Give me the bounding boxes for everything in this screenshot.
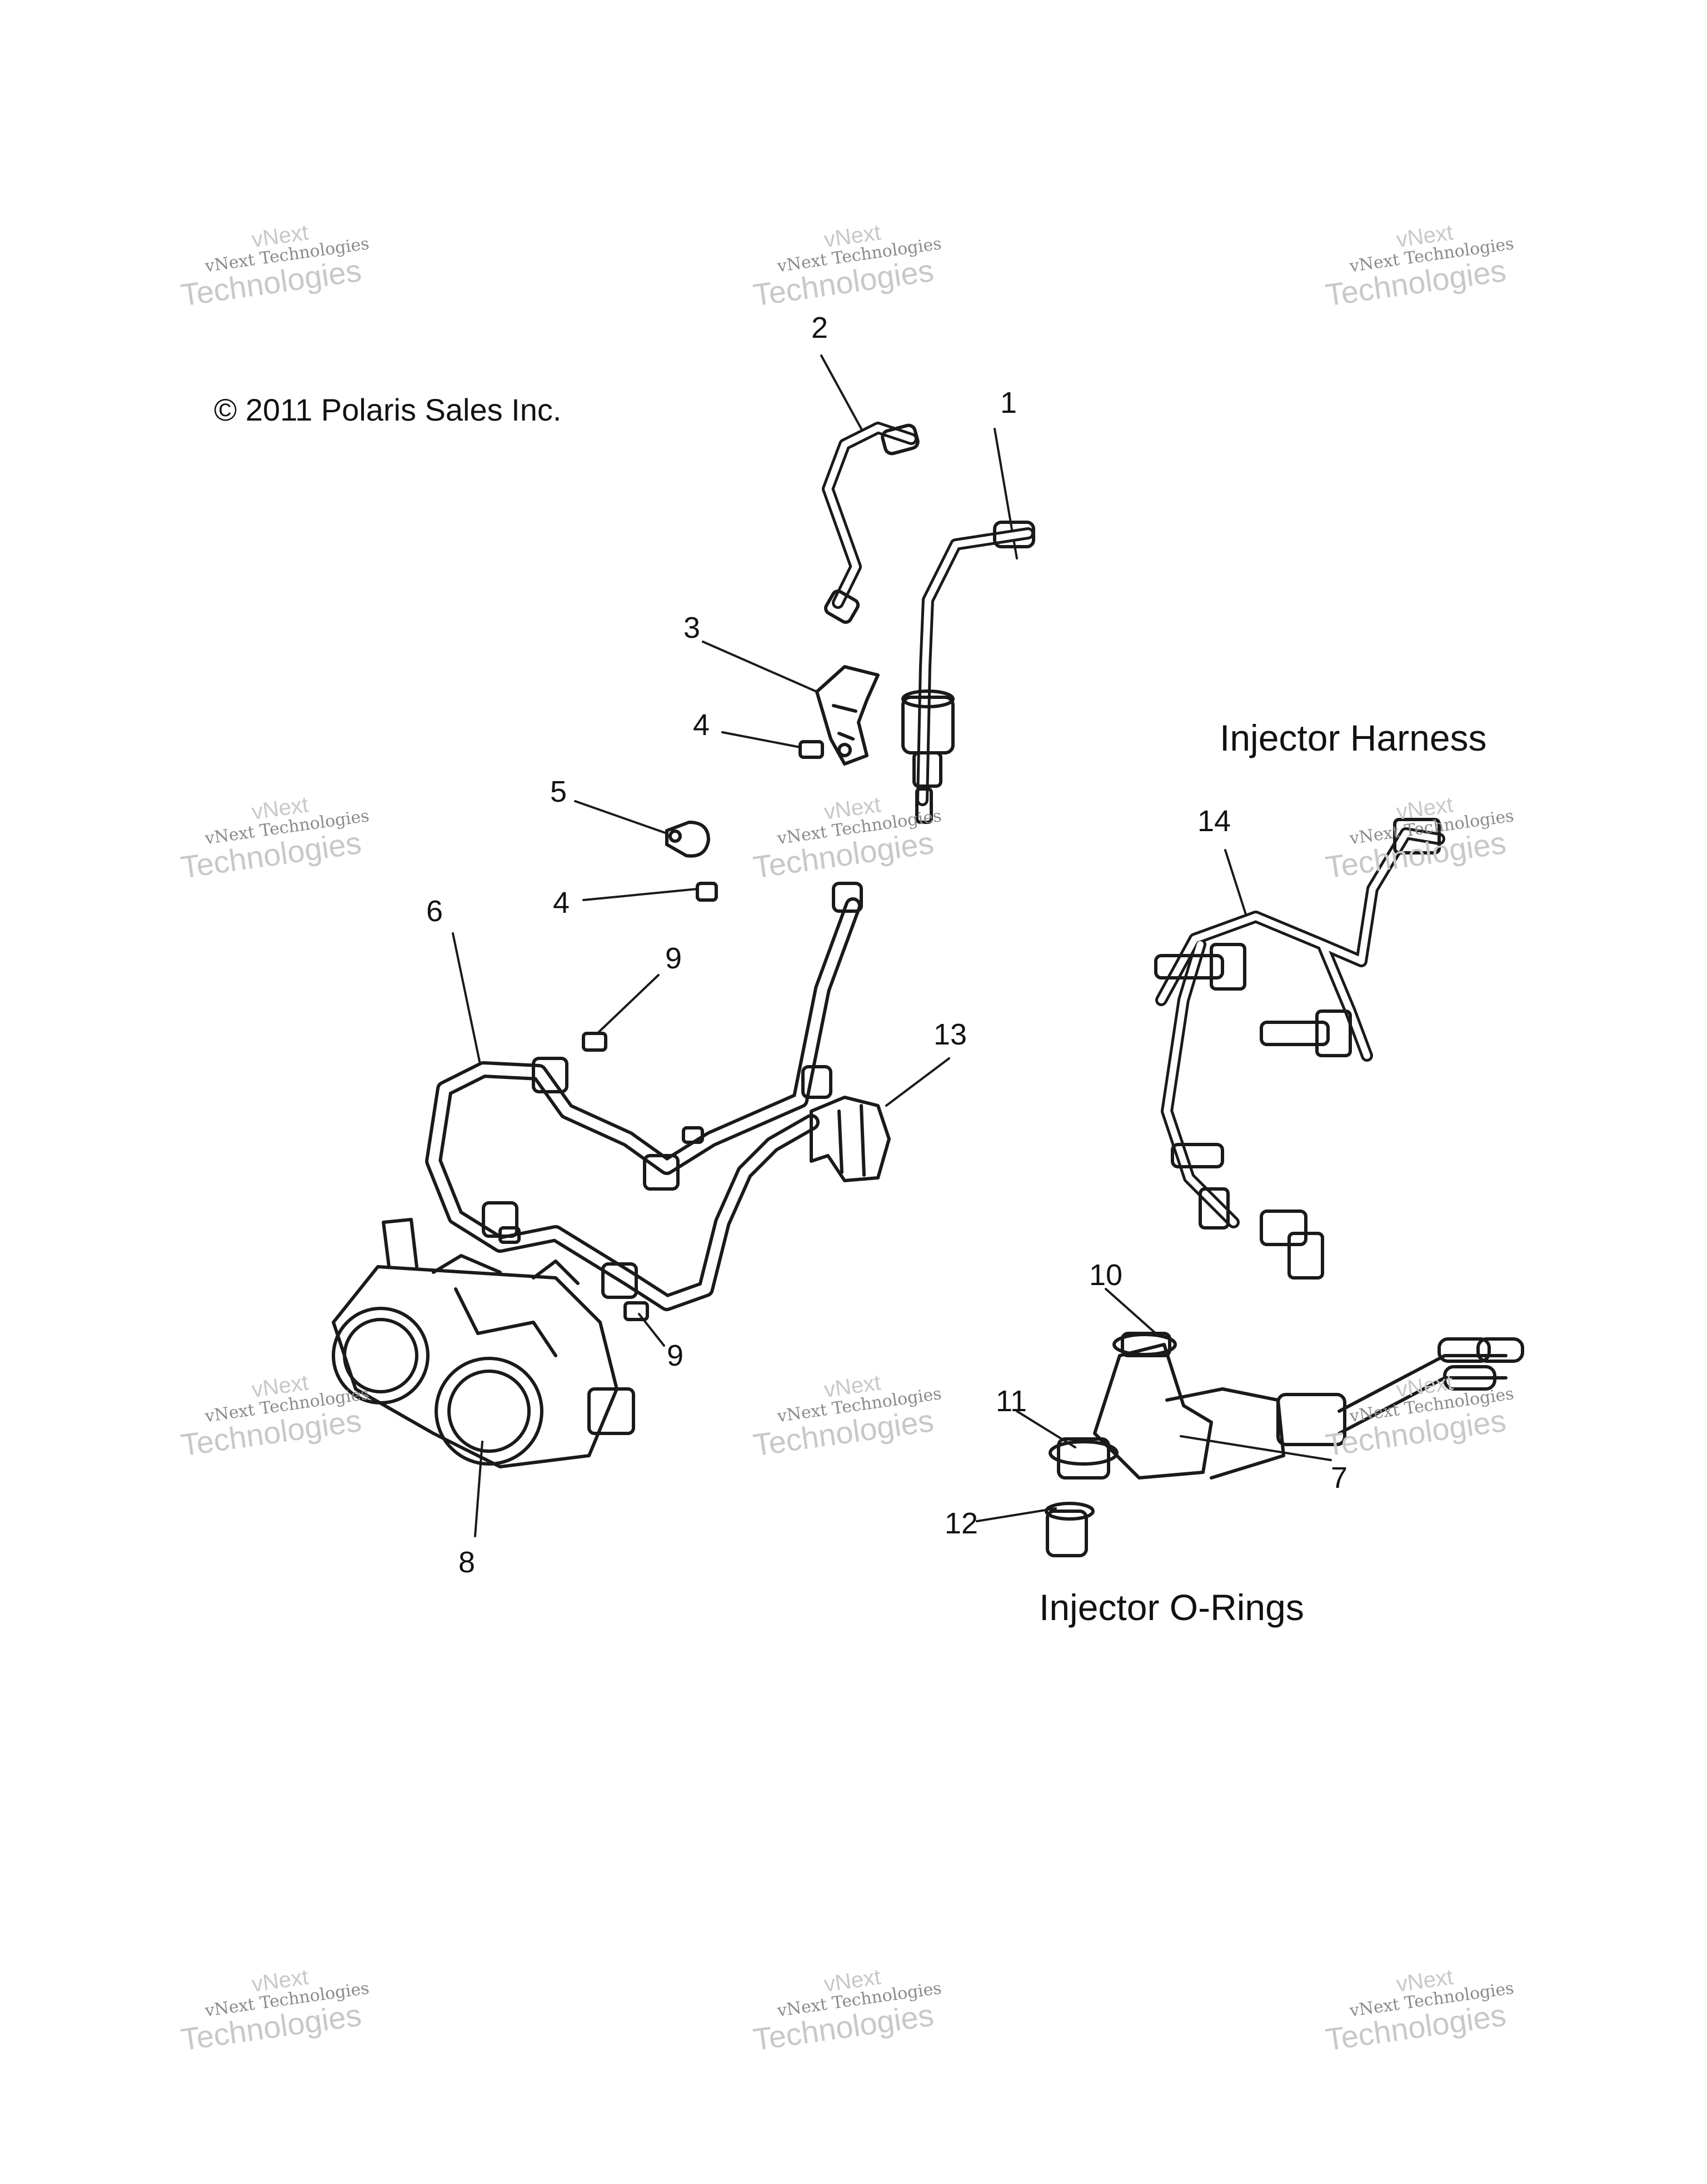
callout-3: 3 xyxy=(683,611,701,644)
callout-4-lower: 4 xyxy=(552,886,570,919)
callout-11: 11 xyxy=(995,1385,1027,1418)
callout-1: 1 xyxy=(1000,386,1017,419)
part-9-bolts xyxy=(498,1032,704,1321)
callout-2: 2 xyxy=(811,311,828,344)
part-2-fuel-hose xyxy=(822,422,920,624)
callout-4: 4 xyxy=(692,708,710,742)
part-5-clamp xyxy=(665,821,710,858)
part-10-o-ring xyxy=(1112,1332,1177,1357)
callout-9-lower: 9 xyxy=(666,1339,684,1372)
callout-5: 5 xyxy=(550,775,567,808)
part-12-o-ring xyxy=(1045,1502,1095,1557)
part-11-o-ring xyxy=(1049,1437,1119,1480)
part-14-injector-harness xyxy=(1154,818,1445,1280)
part-6-fuel-rail xyxy=(425,882,863,1311)
callout-9: 9 xyxy=(665,942,682,975)
leader-lines xyxy=(452,354,1332,1537)
section-title-injector-harness: Injector Harness xyxy=(1220,717,1487,758)
part-13-clip xyxy=(810,1096,891,1182)
part-8-throttle-body xyxy=(332,1218,635,1468)
callout-13: 13 xyxy=(933,1018,967,1051)
part-4-bolts xyxy=(696,740,824,902)
part-1-fuel-line-filter xyxy=(901,521,1035,824)
callout-10: 10 xyxy=(1089,1258,1123,1292)
callout-12: 12 xyxy=(944,1507,979,1540)
callout-7: 7 xyxy=(1330,1461,1348,1495)
part-3-bracket xyxy=(815,665,880,766)
callout-8: 8 xyxy=(458,1546,476,1579)
callout-14: 14 xyxy=(1197,804,1231,838)
copyright-notice: © 2011 Polaris Sales Inc. xyxy=(214,392,562,427)
section-title-injector-orings: Injector O-Rings xyxy=(1039,1587,1304,1628)
callout-6: 6 xyxy=(426,894,443,928)
